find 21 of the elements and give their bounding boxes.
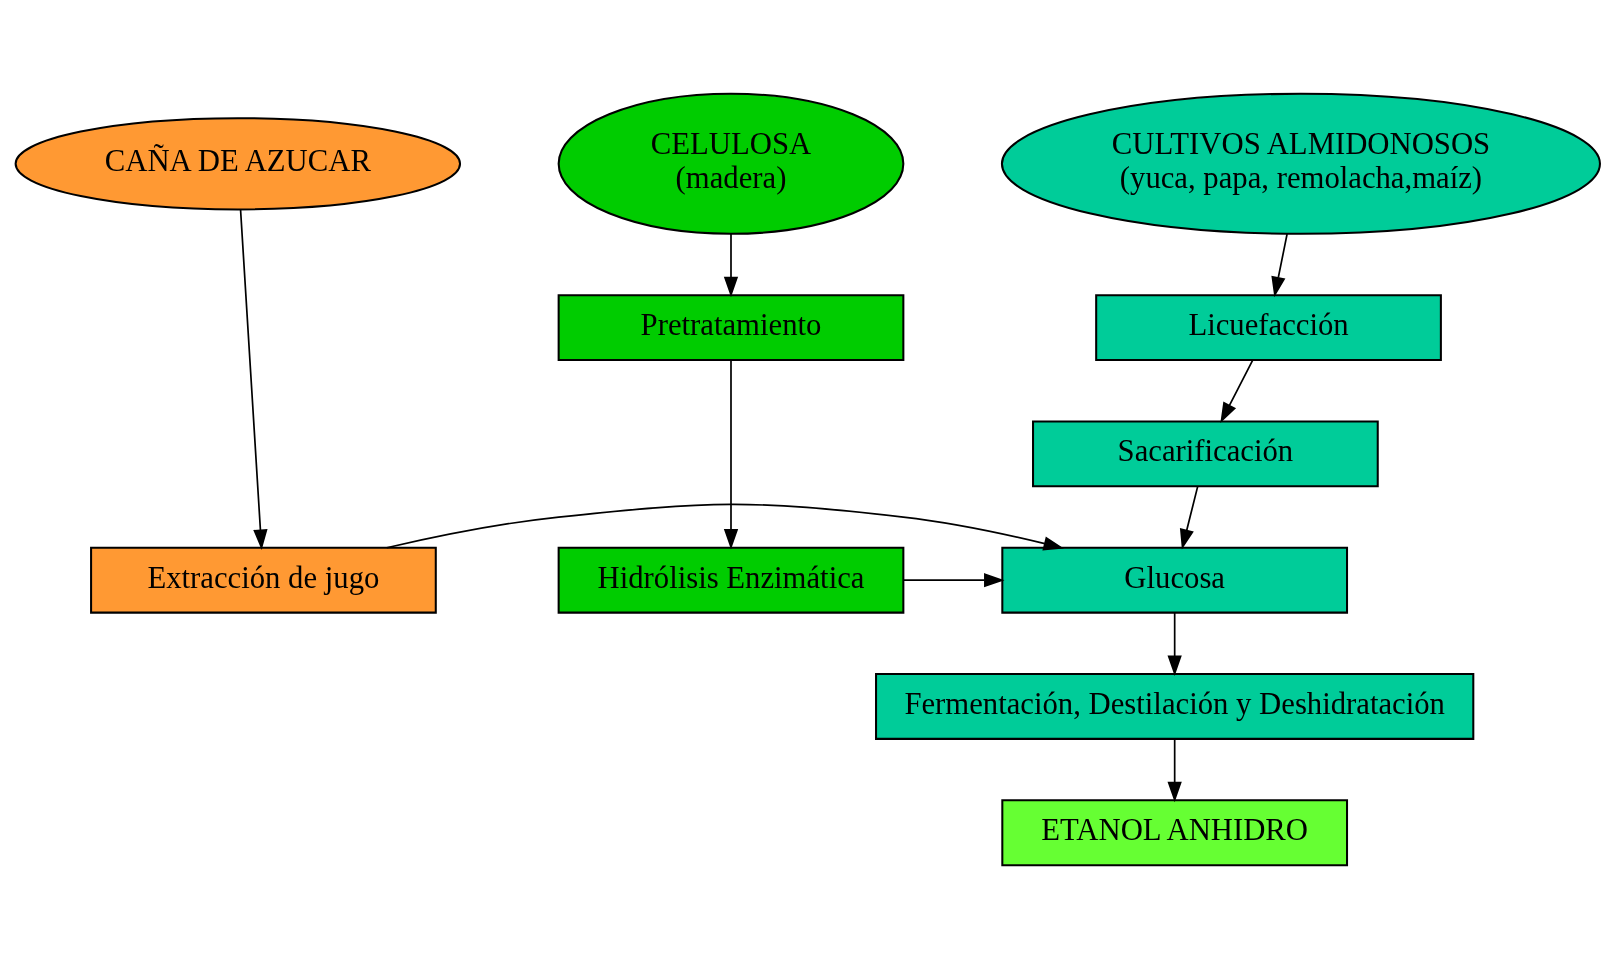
node-box: Licuefacción xyxy=(1095,294,1442,362)
node-ellipse: CELULOSA (madera) xyxy=(557,92,905,235)
arrow xyxy=(1220,359,1254,424)
arrow xyxy=(1167,612,1182,676)
node-box: Extracción de jugo xyxy=(90,546,437,614)
node-ellipse: CAÑA DE AZUCAR xyxy=(14,117,462,211)
node-box: Pretratamiento xyxy=(557,294,905,362)
node-box: Sacarificación xyxy=(1032,420,1379,488)
arrow xyxy=(902,573,1005,588)
node-box: ETANOL ANHIDRO xyxy=(1001,799,1349,867)
arrow xyxy=(1179,485,1199,550)
node-box: Hidrólisis Enzimática xyxy=(557,546,905,614)
arrow xyxy=(385,503,1064,551)
node-box: Glucosa xyxy=(1001,546,1349,614)
arrow xyxy=(1271,233,1288,298)
arrow xyxy=(1167,738,1182,803)
arrow xyxy=(239,208,268,550)
arrow xyxy=(723,233,739,298)
node-box: Fermentación, Destilación y Deshidratación xyxy=(875,673,1475,740)
arrow xyxy=(723,359,739,550)
node-ellipse: CULTIVOS ALMIDONOSOS (yuca, papa, remolacha,maíz) xyxy=(1000,92,1601,235)
